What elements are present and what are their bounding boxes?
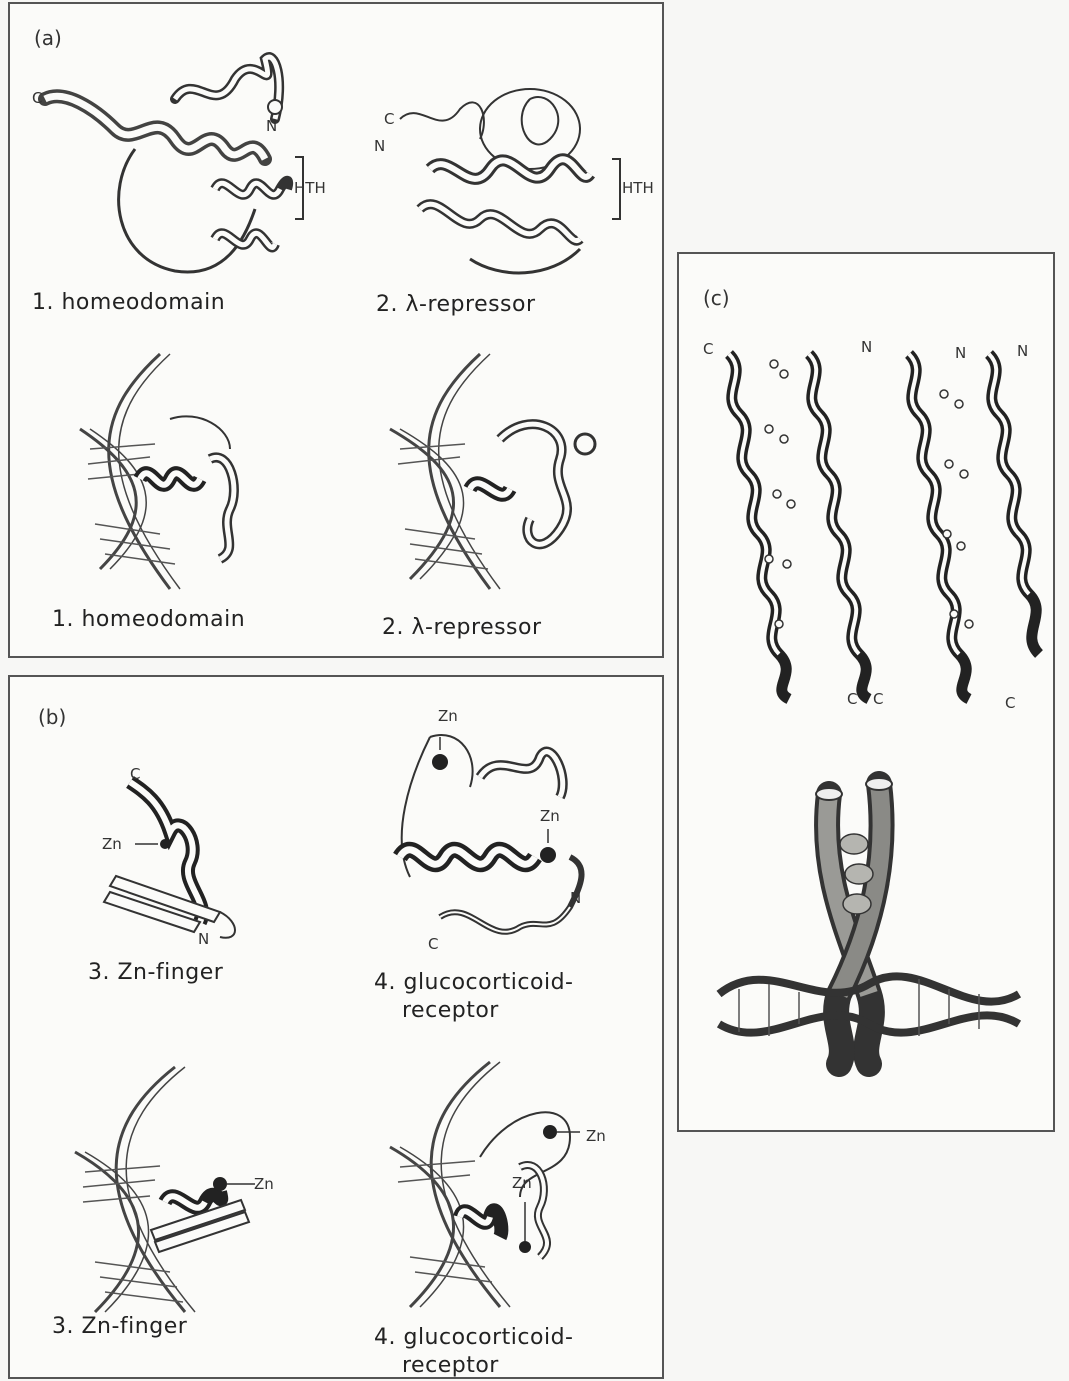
homeodomain-c-terminal-label: C xyxy=(32,89,42,107)
glucocorticoid-c-terminal-label: C xyxy=(428,935,438,953)
glucocorticoid-receptor-dna-complex-illustration xyxy=(370,1057,610,1317)
homeodomain-ribbon-illustration xyxy=(25,39,355,289)
glucocorticoid-caption-top-line2: receptor xyxy=(402,998,499,1023)
homeodomain-caption-bottom: 1. homeodomain xyxy=(52,607,245,632)
homeodomain-n-terminal-label: N xyxy=(266,117,277,135)
zn-finger-n-terminal-label: N xyxy=(198,930,209,948)
glucocorticoid-dna-zinc-label-2: Zn xyxy=(512,1174,532,1192)
lambda-repressor-caption-bottom: 2. λ-repressor xyxy=(382,615,542,640)
homeodomain-caption-top: 1. homeodomain xyxy=(32,290,225,315)
zn-finger-caption-top: 3. Zn-finger xyxy=(88,960,223,985)
homeodomain-dna-complex-illustration xyxy=(60,349,300,599)
glucocorticoid-caption-bottom-line2: receptor xyxy=(402,1353,499,1378)
panel-b: (b) C Zn N 3. Zn-finger Zn Zn N C 4. glu… xyxy=(8,675,664,1379)
lambda-repressor-c-terminal-label: C xyxy=(384,110,394,128)
lambda-repressor-ribbon-illustration xyxy=(380,59,630,289)
leucine-zipper-dna-complex-illustration xyxy=(719,774,1029,1074)
glucocorticoid-receptor-ribbon-illustration xyxy=(370,717,610,957)
lambda-repressor-caption-top: 2. λ-repressor xyxy=(376,292,536,317)
lambda-repressor-n-terminal-label: N xyxy=(374,137,385,155)
lambda-repressor-dna-complex-illustration xyxy=(370,349,630,599)
panel-c-label: (c) xyxy=(703,286,730,310)
glucocorticoid-zinc-label-1: Zn xyxy=(438,707,458,725)
zipper-n-terminal-label-1: N xyxy=(861,338,872,356)
zn-finger-c-terminal-label: C xyxy=(130,765,140,783)
glucocorticoid-caption-top-line1: 4. glucocorticoid- xyxy=(374,970,573,995)
glucocorticoid-dna-zinc-label-1: Zn xyxy=(586,1127,606,1145)
glucocorticoid-caption-bottom-line1: 4. glucocorticoid- xyxy=(374,1325,573,1350)
zipper-c-terminal-label-4: C xyxy=(1005,694,1015,712)
homeodomain-hth-label: HTH xyxy=(294,179,326,197)
panel-c: (c) C N N N C C C xyxy=(677,252,1055,1132)
zn-finger-zinc-label: Zn xyxy=(102,835,122,853)
panel-a: (a) C N HTH 1. homeodomain C N HTH 2. λ-… xyxy=(8,2,664,658)
panel-b-label: (b) xyxy=(38,705,66,729)
glucocorticoid-n-terminal-label: N xyxy=(570,889,581,907)
zn-finger-caption-bottom: 3. Zn-finger xyxy=(52,1314,187,1339)
zipper-c-terminal-label-1: C xyxy=(703,340,713,358)
lambda-repressor-hth-label: HTH xyxy=(622,179,654,197)
zn-finger-ribbon-illustration xyxy=(90,772,260,952)
zipper-c-terminal-label-2: C xyxy=(847,690,857,708)
zipper-c-terminal-label-3: C xyxy=(873,690,883,708)
leucine-zipper-helices-illustration xyxy=(699,334,1039,714)
zn-finger-dna-zinc-label: Zn xyxy=(254,1175,274,1193)
zipper-n-terminal-label-2: N xyxy=(955,344,966,362)
zipper-n-terminal-label-3: N xyxy=(1017,342,1028,360)
glucocorticoid-zinc-label-2: Zn xyxy=(540,807,560,825)
